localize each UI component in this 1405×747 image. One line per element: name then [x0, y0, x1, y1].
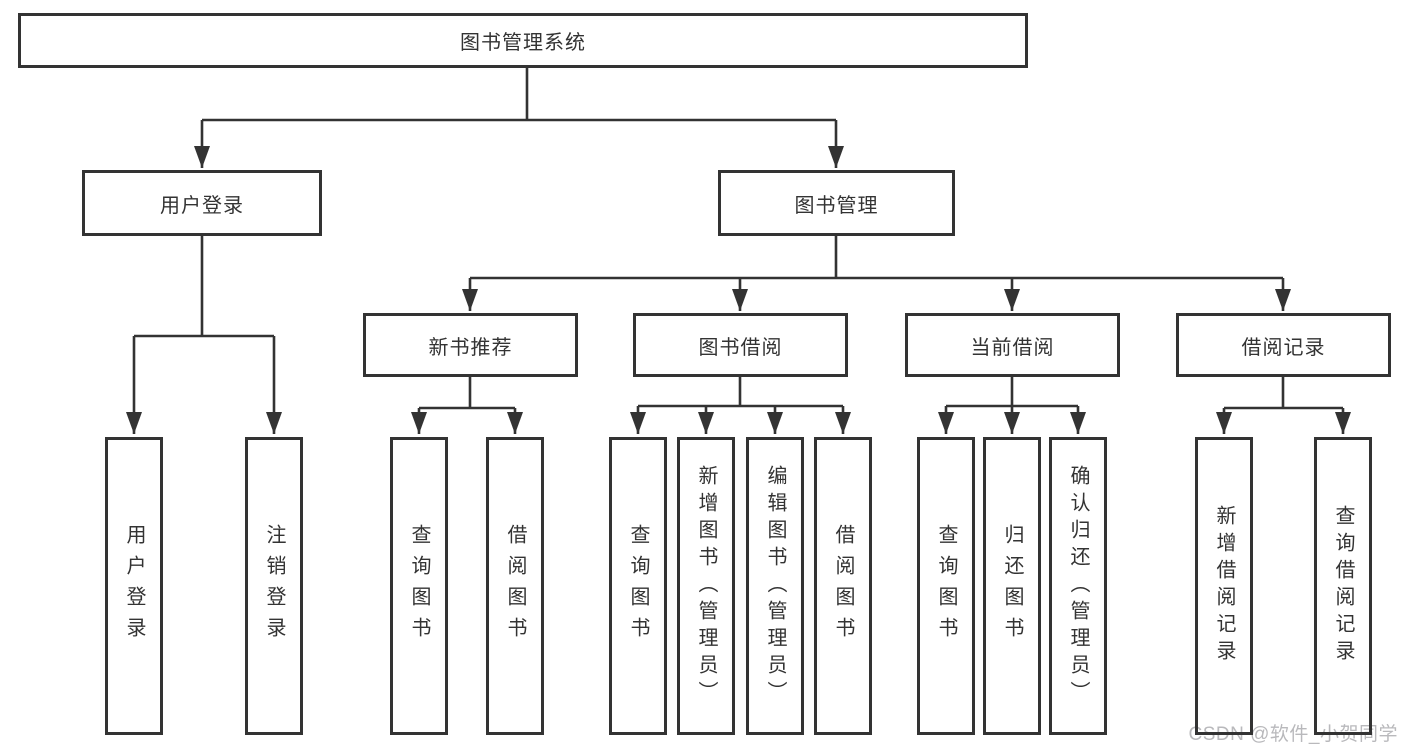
node-label: 借阅图书: [832, 524, 854, 648]
node-label: 借阅图书: [504, 524, 526, 648]
leaf-user-login: 用户登录: [105, 437, 163, 735]
connector-new-book-recommend-to-children: [411, 377, 523, 434]
connector-current-borrowing-to-children: [938, 377, 1086, 434]
node-label: 查询图书: [408, 524, 430, 648]
leaf-edit-books-admin: 编辑图书（管理员）: [746, 437, 804, 735]
node-label: 编辑图书（管理员）: [764, 464, 786, 708]
node-borrow-records: 借阅记录: [1176, 313, 1391, 377]
node-label: 新增借阅记录: [1213, 505, 1235, 667]
node-label: 确认归还（管理员）: [1067, 464, 1089, 708]
leaf-confirm-return-admin: 确认归还（管理员）: [1049, 437, 1107, 735]
node-label: 用户登录: [123, 524, 145, 648]
node-label: 注销登录: [263, 524, 285, 648]
node-label: 查询借阅记录: [1332, 505, 1354, 667]
leaf-query-books-2: 查询图书: [609, 437, 667, 735]
node-new-book-recommend: 新书推荐: [363, 313, 578, 377]
connector-root-to-level2: [194, 68, 844, 168]
node-label: 新书推荐: [428, 336, 513, 359]
connector-borrow-records-to-children: [1216, 377, 1351, 434]
leaf-query-books-3: 查询图书: [917, 437, 975, 735]
leaf-query-books-1: 查询图书: [390, 437, 448, 735]
connector-book-management-to-level3: [462, 236, 1291, 311]
leaf-add-borrow-record: 新增借阅记录: [1195, 437, 1253, 735]
node-user-login: 用户登录: [82, 170, 322, 236]
node-book-management: 图书管理: [718, 170, 955, 236]
leaf-add-books-admin: 新增图书（管理员）: [677, 437, 735, 735]
leaf-borrow-books-1: 借阅图书: [486, 437, 544, 735]
watermark: CSDN @软件_小贺同学: [1188, 724, 1398, 745]
leaf-logout: 注销登录: [245, 437, 303, 735]
node-book-borrowing: 图书借阅: [633, 313, 848, 377]
node-label: 借阅记录: [1241, 336, 1326, 359]
node-label: 归还图书: [1001, 524, 1023, 648]
leaf-borrow-books-2: 借阅图书: [814, 437, 872, 735]
node-label: 查询图书: [627, 524, 649, 648]
node-label: 图书借阅: [698, 336, 783, 359]
connector-user-login-to-children: [126, 236, 282, 434]
node-label: 新增图书（管理员）: [695, 464, 717, 708]
node-root-library-management-system: 图书管理系统: [18, 13, 1028, 68]
node-label: 图书管理系统: [460, 32, 586, 54]
node-label: 图书管理: [794, 194, 879, 217]
node-label: 查询图书: [935, 524, 957, 648]
node-current-borrowing: 当前借阅: [905, 313, 1120, 377]
leaf-query-borrow-record: 查询借阅记录: [1314, 437, 1372, 735]
node-label: 用户登录: [160, 194, 244, 217]
node-label: 当前借阅: [970, 336, 1055, 359]
connector-book-borrowing-to-children: [630, 377, 851, 434]
leaf-return-books: 归还图书: [983, 437, 1041, 735]
